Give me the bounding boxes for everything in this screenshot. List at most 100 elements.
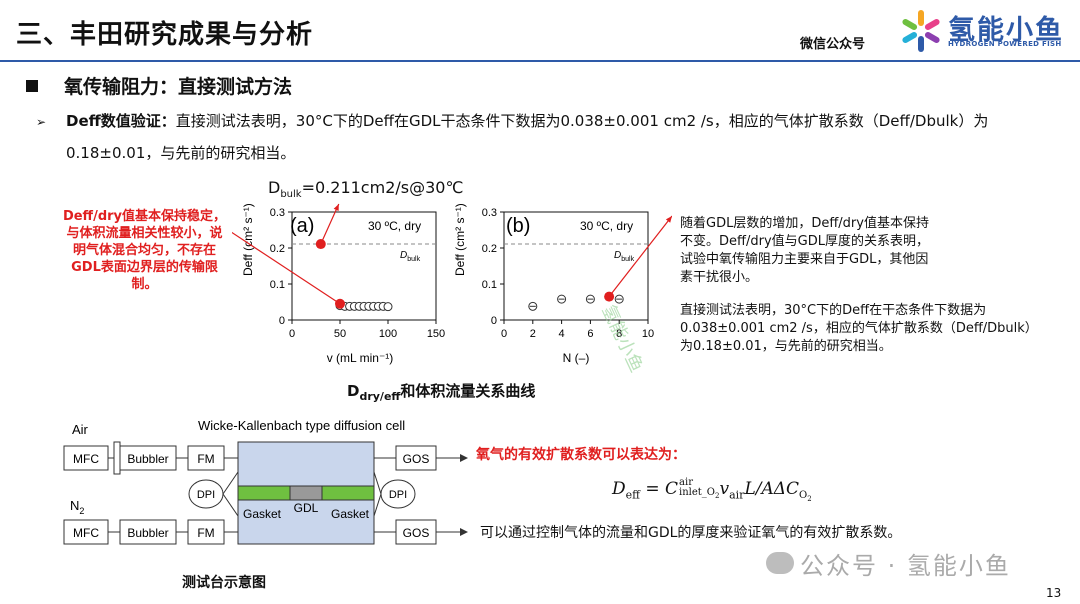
x-tick-label: 50 xyxy=(334,328,346,340)
chart-a-ylabel: Deff (cm² s⁻¹) xyxy=(241,203,255,276)
fig-caption-sub: dry/eff xyxy=(359,390,401,403)
charts-svg: (a) 30 ºC, dry Dbulk Deff (cm² s⁻¹) v (m… xyxy=(232,203,672,365)
chart-a-dbulk-label: Dbulk xyxy=(400,250,421,263)
mfc-label-top: MFC xyxy=(73,452,99,466)
bubbler-label-top: Bubbler xyxy=(127,452,168,466)
bubbler-label-bottom: Bubbler xyxy=(127,526,168,540)
bottom-note: 可以通过控制气体的流量和GDL的厚度来验证氧气的有效扩散系数。 xyxy=(480,525,902,541)
y-tick-label: 0.1 xyxy=(482,279,497,291)
diagram-air-label: Air xyxy=(72,422,89,437)
annotation-arrow-head xyxy=(665,216,672,223)
y-tick-label: 0.1 xyxy=(270,279,285,291)
diffusion-cell-diagram: Air Wicke-Kallenbach type diffusion cell… xyxy=(63,418,468,545)
x-tick-label: 8 xyxy=(616,328,622,340)
gdl-label: GDL xyxy=(294,501,319,515)
gasket-right-label: Gasket xyxy=(331,507,370,521)
chart-b-frame xyxy=(503,211,649,321)
cell-top-chamber xyxy=(237,441,375,487)
mfc-box-top xyxy=(63,445,109,471)
x-tick-label: 10 xyxy=(642,328,654,340)
x-tick-label: 100 xyxy=(379,328,397,340)
right-note-2: 直接测试法表明，30°C下的Deff在干态条件下数据为0.038±0.001 c… xyxy=(680,303,1032,354)
figure-caption: Ddry/eff和体积流量关系曲线 xyxy=(347,380,535,403)
square-bullet-icon xyxy=(26,80,38,92)
annotation-arrows xyxy=(232,203,672,305)
chart-b-condition: 30 ºC, dry xyxy=(580,219,633,233)
test-bench-caption: 测试台示意图 xyxy=(182,575,266,591)
fm-box-top xyxy=(187,445,225,471)
fig-caption-rest: 和体积流量关系曲线 xyxy=(400,382,536,400)
gasket-right xyxy=(321,485,375,501)
bullet-line-2: 0.18±0.01，与先前的研究相当。 xyxy=(66,144,296,162)
x-tick-label: 0 xyxy=(501,328,507,340)
x-tick-label: 6 xyxy=(587,328,593,340)
dbulk-sub: bulk xyxy=(280,189,302,201)
bubbler-box-bottom xyxy=(119,519,177,545)
fig-caption-d: D xyxy=(347,382,360,400)
header-divider xyxy=(0,60,1080,62)
fm-label-bottom: FM xyxy=(197,526,214,540)
chart-a-panel-label: (a) xyxy=(290,215,314,237)
bullet-line-1: Deff数值验证：直接测试法表明，30°C下的Deff在GDL干态条件下数据为0… xyxy=(66,110,988,131)
highlight-point xyxy=(604,291,615,302)
y-tick-label: 0 xyxy=(279,315,285,327)
annotation-arrow-line xyxy=(320,203,340,245)
gdl-layer xyxy=(289,485,323,501)
data-point xyxy=(383,302,393,312)
chart-a-condition: 30 ºC, dry xyxy=(368,219,421,233)
arrow-bullet-icon: ➢ xyxy=(36,115,47,129)
x-tick-label: 0 xyxy=(289,328,295,340)
diagram-n2-label: N2 xyxy=(70,498,84,516)
gasket-left-label: Gasket xyxy=(243,507,282,521)
cell-bottom-chamber xyxy=(237,499,375,545)
y-tick-label: 0.3 xyxy=(482,207,497,219)
gos-label-top: GOS xyxy=(403,452,430,466)
formula-intro: 氧气的有效扩散系数可以表达为： xyxy=(476,447,686,463)
dpi-right-label: DPI xyxy=(389,489,407,501)
chart-b-xlabel: N (–) xyxy=(563,351,590,365)
x-tick-label: 2 xyxy=(530,328,536,340)
annotation-arrow-line xyxy=(232,231,341,305)
gasket-left xyxy=(237,485,291,501)
section-heading: 氧传输阻力：直接测试方法 xyxy=(64,76,293,98)
brand-logo-icon xyxy=(902,10,940,52)
chart-b-ylabel: Deff (cm² s⁻¹) xyxy=(453,203,467,276)
right-note-1: 随着GDL层数的增加，Deff/dry值基本保持不变。Deff/dry值与GDL… xyxy=(680,216,929,285)
mfc-box-bottom xyxy=(63,519,109,545)
fm-box-bottom xyxy=(187,519,225,545)
gos-label-bottom: GOS xyxy=(403,526,430,540)
annotation-arrow-head xyxy=(333,204,339,212)
y-tick-label: 0.2 xyxy=(482,243,497,255)
bullet-bold: Deff数值验证： xyxy=(66,112,176,130)
chart-b: (b) 30 ºC, dry Dbulk Deff (cm² s⁻¹) N (–… xyxy=(453,203,654,365)
brand-name: 氢能小鱼 xyxy=(948,15,1064,46)
y-tick-label: 0 xyxy=(491,315,497,327)
wechat-icon xyxy=(766,552,794,574)
dbulk-rest: =0.211cm2/s@30℃ xyxy=(301,178,464,197)
x-tick-label: 150 xyxy=(427,328,445,340)
page-title: 三、丰田研究成果与分析 xyxy=(16,20,314,50)
wechat-label: 微信公众号 xyxy=(800,37,866,52)
annotation-arrow-line xyxy=(608,215,672,297)
dpi-left-label: DPI xyxy=(197,489,215,501)
x-tick-label: 4 xyxy=(559,328,565,340)
page-number: 13 xyxy=(1046,586,1062,600)
diagram-title: Wicke-Kallenbach type diffusion cell xyxy=(198,418,405,433)
red-note: Deff/dry值基本保持稳定，与体积流量相关性较小，说明气体混合均匀，不存在G… xyxy=(62,209,227,292)
brand-subtitle: HYDROGEN POWERED FISH xyxy=(948,40,1062,48)
dbulk-d: D xyxy=(268,178,281,197)
fm-label-top: FM xyxy=(197,452,214,466)
chart-a: (a) 30 ºC, dry Dbulk Deff (cm² s⁻¹) v (m… xyxy=(241,203,445,365)
chart-a-frame xyxy=(291,211,437,321)
bullet-text-1: 直接测试法表明，30°C下的Deff在GDL干态条件下数据为0.038±0.00… xyxy=(175,112,989,130)
highlight-point xyxy=(315,239,326,250)
mfc-label-bottom: MFC xyxy=(73,526,99,540)
chart-b-dbulk-label: Dbulk xyxy=(614,250,635,263)
y-tick-label: 0.3 xyxy=(270,207,285,219)
chart-a-xlabel: v (mL min⁻¹) xyxy=(327,351,394,365)
watermark: 公众号 · 氢能小鱼 xyxy=(800,552,1011,580)
chart-b-panel-label: (b) xyxy=(506,215,530,237)
dbulk-annotation: Dbulk=0.211cm2/s@30℃ xyxy=(268,178,463,200)
y-tick-label: 0.2 xyxy=(270,243,285,255)
